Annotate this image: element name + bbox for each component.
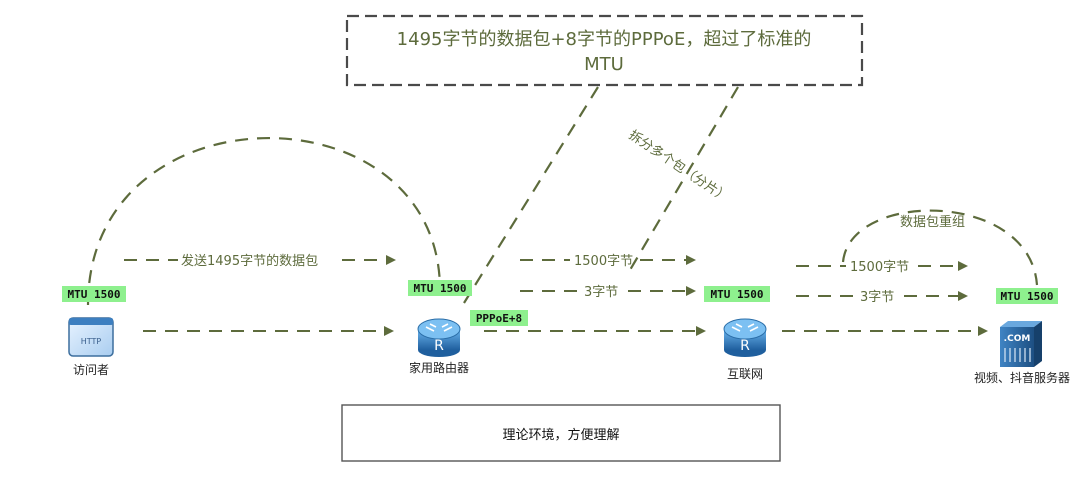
mtu-tag-server: MTU 1500 [996,288,1058,304]
frag-mid-2-label: 3字节 [584,285,618,300]
mtu-tag-internet: MTU 1500 [704,286,770,302]
visitor-router-arc [86,137,445,306]
svg-text:PPPoE+8: PPPoE+8 [476,312,522,325]
callout: 1495字节的数据包+8字节的PPPoE，超过了标准的 MTU [345,14,864,87]
internet-device: R 互联网 [723,318,767,381]
mtu-tag-router: MTU 1500 [408,280,472,296]
svg-text:MTU 1500: MTU 1500 [414,282,467,295]
callout-box [345,14,864,87]
note-text: 理论环境，方便理解 [502,427,619,443]
mtu-tag-visitor: MTU 1500 [62,286,126,302]
router-icon: R [417,318,461,357]
split-label: 拆分多个包（分片） [626,127,732,206]
server-label: 视频、抖音服务器 [974,370,1070,385]
send-label: 发送1495字节的数据包 [181,253,318,269]
svg-text:.COM: .COM [1004,334,1031,344]
internet-label: 互联网 [727,367,763,381]
svg-text:R: R [434,338,444,354]
callout-line-2: MTU [584,54,624,75]
svg-text:MTU 1500: MTU 1500 [68,288,121,301]
visitor-label: 访问者 [73,363,109,377]
reassemble-arc [841,209,1039,286]
callout-connector-router [463,86,599,304]
router-label: 家用路由器 [409,360,469,375]
svg-text:R: R [740,338,750,354]
svg-text:MTU 1500: MTU 1500 [711,288,764,301]
svg-text:MTU 1500: MTU 1500 [1001,290,1054,303]
home-router-device: R 家用路由器 [409,318,469,375]
note-box: 理论环境，方便理解 [341,404,781,462]
internet-router-icon: R [723,318,767,357]
server-icon: .COM [1000,321,1042,367]
reassemble-label: 数据包重组 [900,214,965,230]
callout-line-1: 1495字节的数据包+8字节的PPPoE，超过了标准的 [397,29,812,50]
visitor-device: HTTP 访问者 [68,317,114,377]
frag-right-2-label: 3字节 [860,290,894,305]
frag-right-1-label: 1500字节 [850,260,909,275]
callout-connector-split [629,86,739,271]
server-device: .COM 视频、抖音服务器 [974,321,1070,385]
http-browser-icon: HTTP [68,317,114,357]
frag-mid-1-label: 1500字节 [574,254,633,269]
svg-text:HTTP: HTTP [81,337,102,346]
pppoe-tag: PPPoE+8 [470,310,528,326]
